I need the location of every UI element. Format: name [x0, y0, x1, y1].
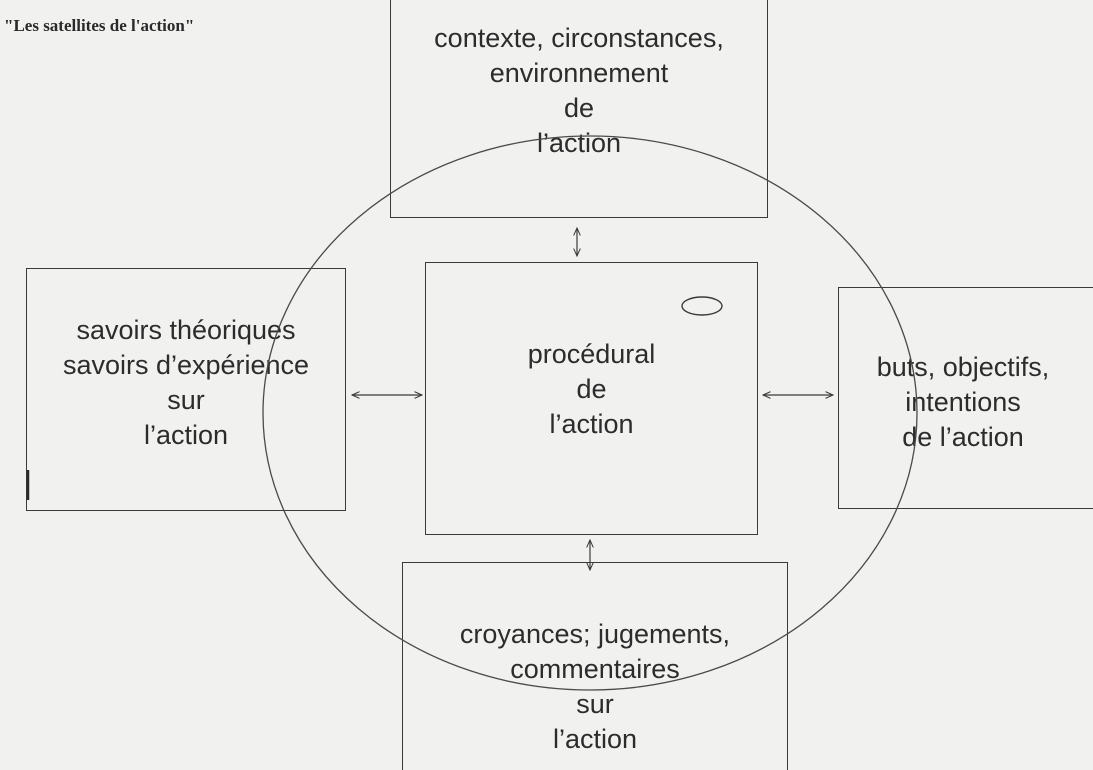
beliefs-box: croyances; jugements, commentaires sur l… — [402, 562, 788, 770]
context-line-1: contexte, circonstances, — [434, 23, 724, 53]
knowledge-box-text: savoirs théoriques savoirs d’expérience … — [27, 313, 345, 453]
context-line-3: de — [563, 93, 595, 123]
knowledge-line-4: l’action — [143, 420, 229, 450]
knowledge-line-2: savoirs d’expérience — [62, 350, 310, 380]
beliefs-line-4: l’action — [552, 724, 638, 754]
knowledge-line-3: sur — [167, 385, 205, 415]
beliefs-line-3: sur — [576, 689, 614, 719]
procedural-box: procédural de l’action — [425, 262, 758, 535]
procedural-line-3: l’action — [549, 409, 634, 439]
beliefs-line-2: commentaires — [510, 654, 680, 684]
context-box-text: contexte, circonstances, environnement d… — [391, 21, 767, 161]
goals-box: buts, objectifs, intentions de l’action — [838, 287, 1093, 509]
goals-line-2: intentions — [905, 387, 1021, 417]
context-line-4: l’action — [536, 128, 622, 158]
context-line-2: environnement — [489, 58, 669, 88]
procedural-box-text: procédural de l’action — [426, 337, 757, 442]
context-box: contexte, circonstances, environnement d… — [390, 0, 768, 218]
knowledge-box: savoirs théoriques savoirs d’expérience … — [26, 268, 346, 511]
beliefs-box-text: croyances; jugements, commentaires sur l… — [403, 617, 787, 757]
beliefs-line-1: croyances; jugements, — [459, 619, 731, 649]
procedural-line-2: de — [576, 374, 607, 404]
diagram-title: "Les satellites de l'action" — [4, 16, 195, 35]
goals-line-1: buts, objectifs, — [876, 352, 1050, 382]
knowledge-line-1: savoirs théoriques — [76, 315, 296, 345]
goals-line-3: de l’action — [902, 422, 1024, 452]
goals-box-text: buts, objectifs, intentions de l’action — [839, 350, 1087, 455]
procedural-line-1: procédural — [527, 339, 656, 369]
